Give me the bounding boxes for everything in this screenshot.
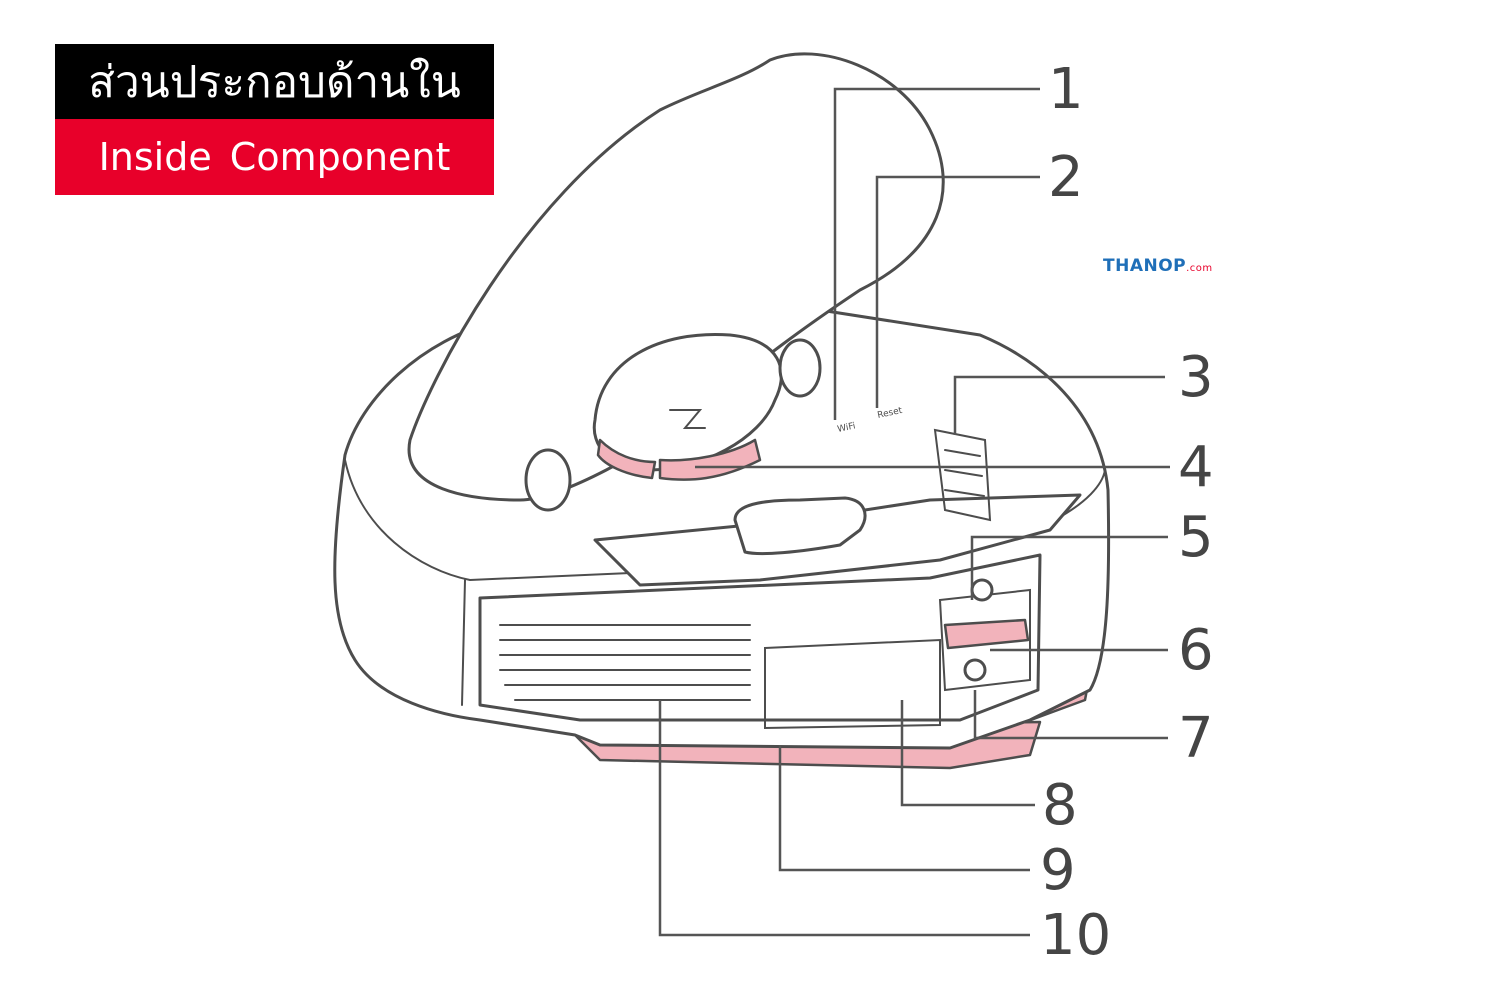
callout-1: 1: [1048, 62, 1084, 118]
callout-9: 9: [1040, 843, 1076, 899]
callout-7: 7: [1178, 711, 1214, 767]
callout-6: 6: [1178, 623, 1214, 679]
callout-4: 4: [1178, 440, 1214, 496]
post-right: [780, 340, 820, 396]
callout-2: 2: [1048, 150, 1084, 206]
callout-10: 10: [1040, 908, 1111, 964]
callout-3: 3: [1178, 350, 1214, 406]
callout-5: 5: [1178, 510, 1214, 566]
callout-8: 8: [1042, 778, 1078, 834]
latch-knob: [965, 660, 985, 680]
post-left: [526, 450, 570, 510]
top-knob: [972, 580, 992, 600]
